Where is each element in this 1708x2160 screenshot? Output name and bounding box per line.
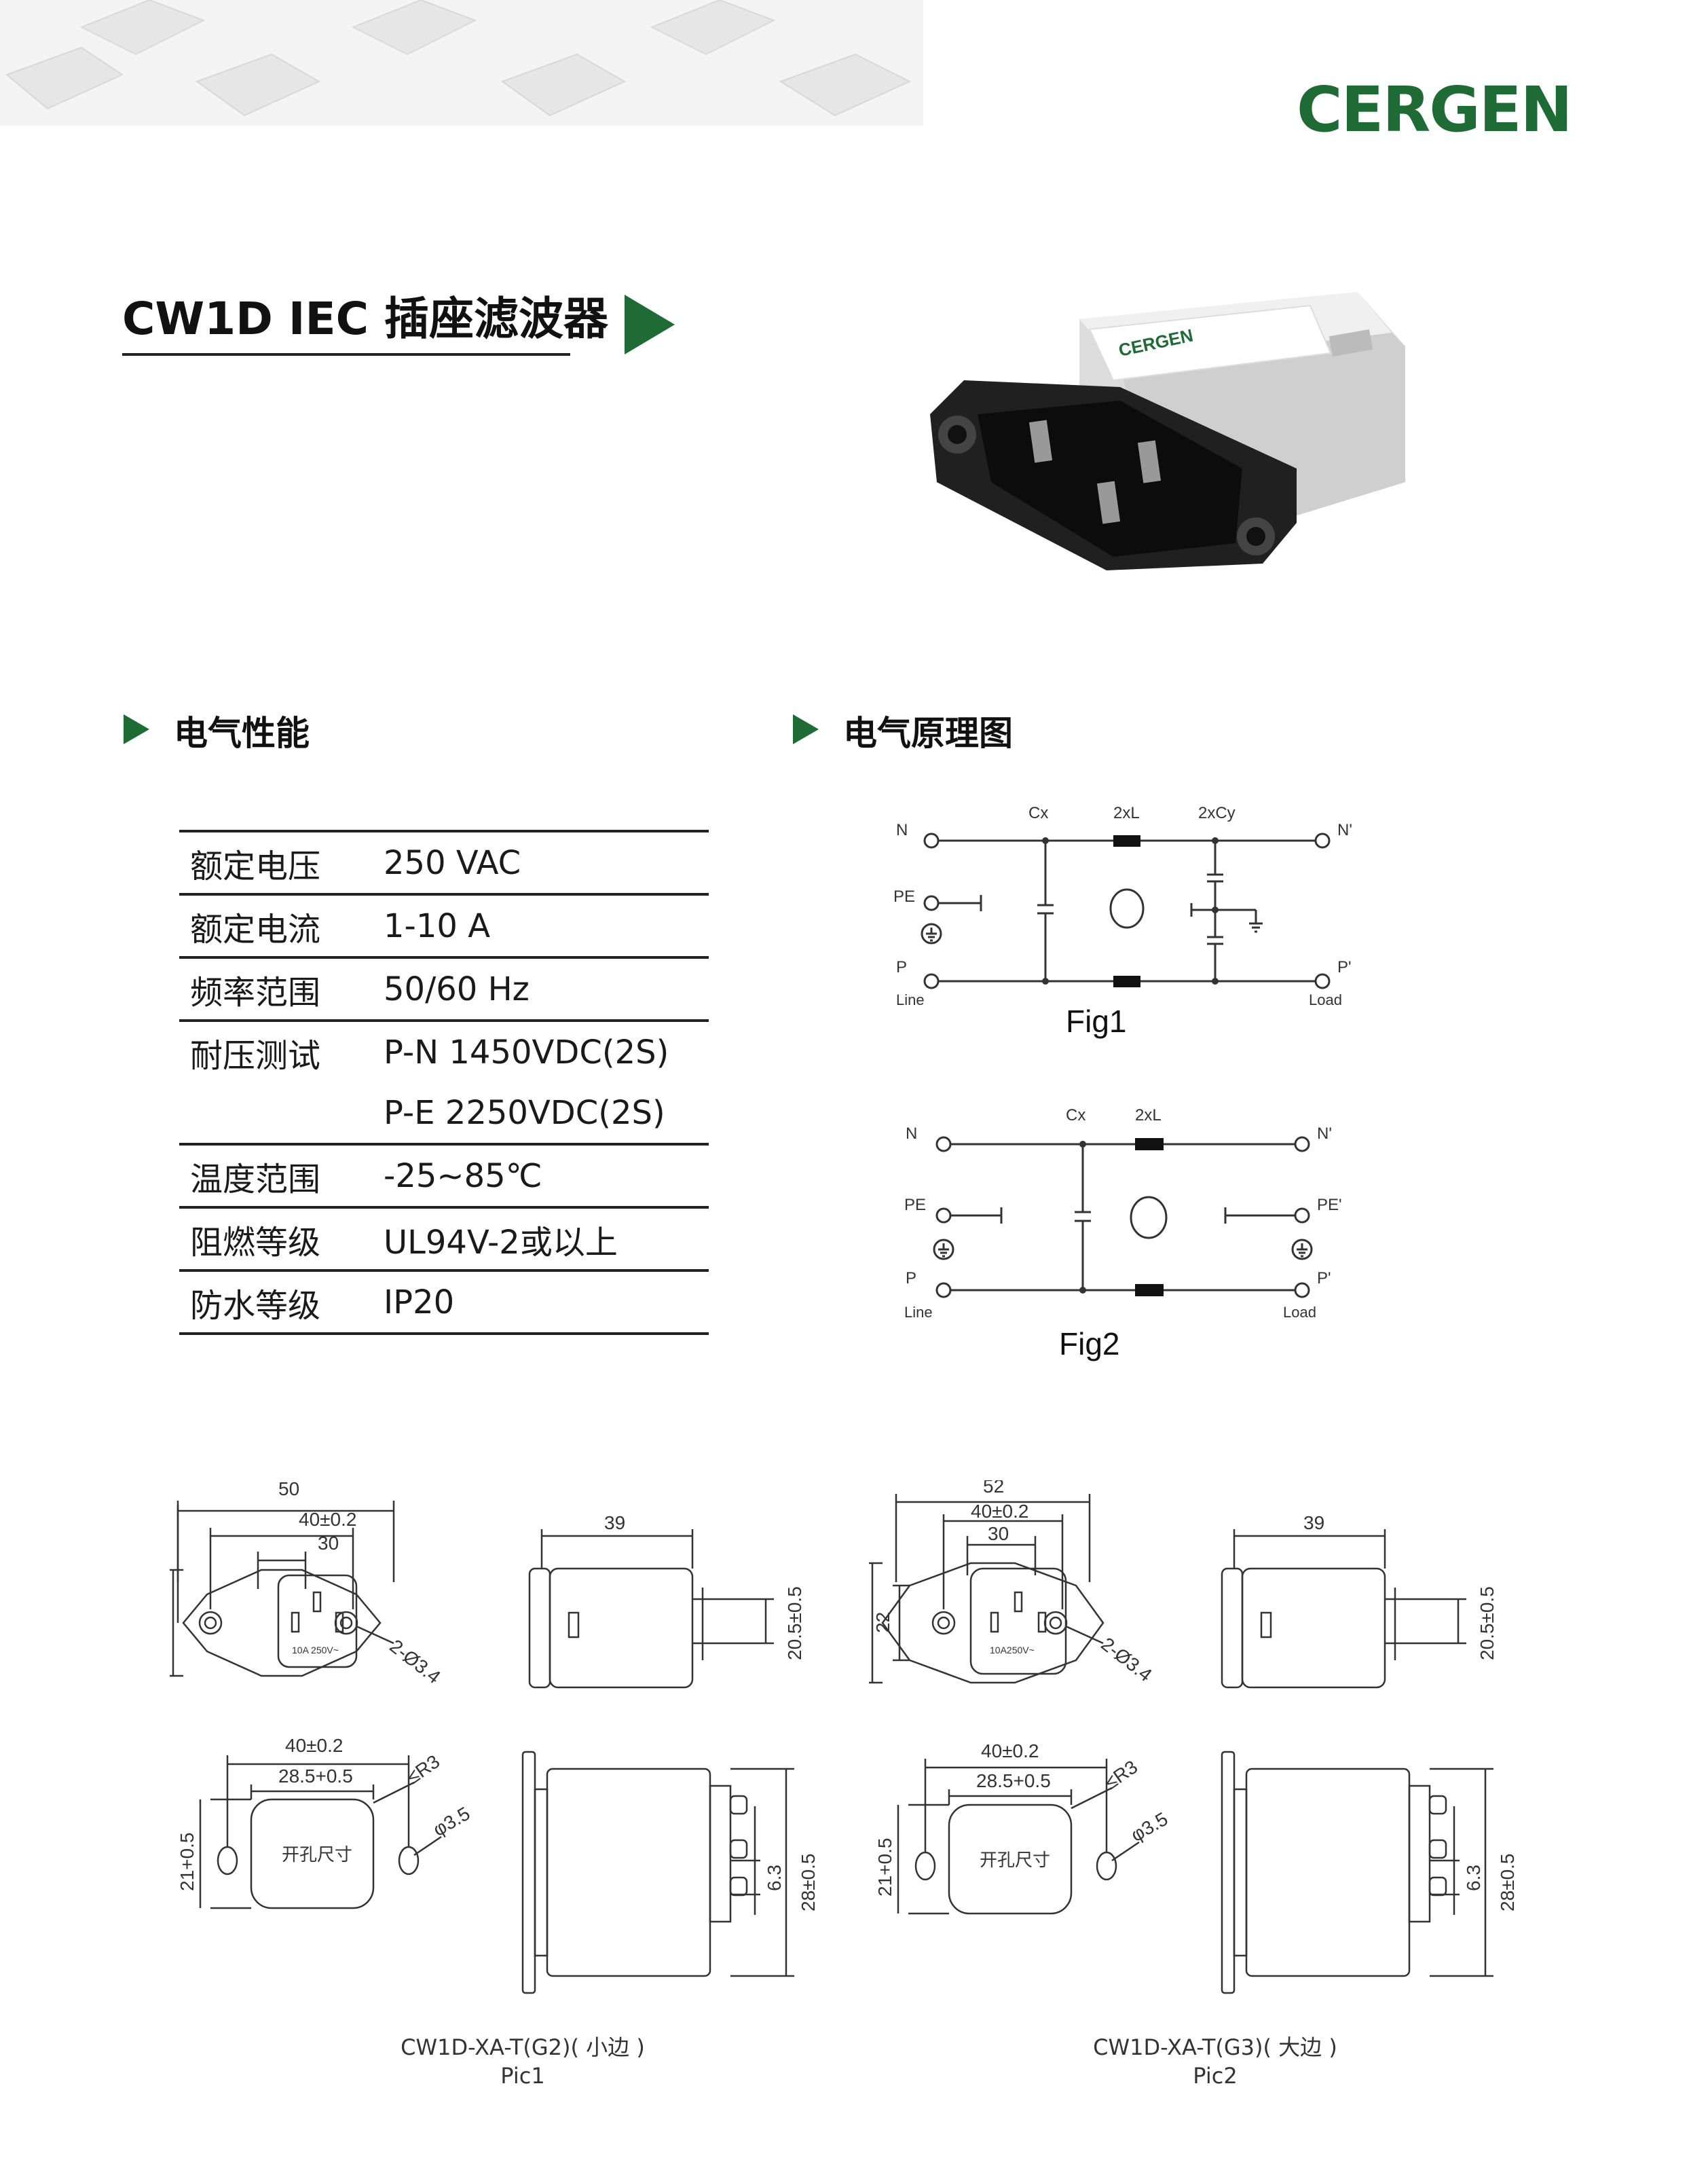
spec-value: -25~85℃ (384, 1143, 709, 1207)
table-row: 阻燃等级 UL94V-2或以上 (179, 1206, 709, 1270)
fig2-cx-label: Cx (1066, 1106, 1085, 1124)
spec-key: 耐压测试 (179, 1019, 384, 1082)
fig1-schematic: Cx 2xL 2xCy N N' PE P P' Line Load Fig1 (893, 804, 1352, 1039)
fig1-line-label: Line (896, 991, 925, 1008)
fig1-cx-label: Cx (1028, 804, 1048, 822)
fig2-pe2-label: PE' (1317, 1196, 1342, 1214)
fig1-n2-label: N' (1337, 821, 1352, 839)
pic2-cut-40: 40±0.2 (981, 1740, 1039, 1761)
spec-value: 250 VAC (384, 830, 709, 894)
pic2-phi-label: φ3.5 (1128, 1808, 1172, 1846)
fig2-schematic: Cx 2xL N N' PE PE' P P' Line Load Fig2 (904, 1106, 1342, 1361)
pic1-cut-285: 28.5+0.5 (278, 1765, 353, 1787)
spec-section-heading: 电气性能 (174, 714, 310, 753)
fig2-load-label: Load (1283, 1304, 1316, 1321)
pic2-side-63: 6.3 (1463, 1865, 1484, 1891)
spec-value: 1-10 A (384, 893, 709, 957)
pic1-cut-40: 40±0.2 (285, 1735, 343, 1756)
spec-key: 频率范围 (179, 956, 384, 1021)
product-photo: CERGEN (930, 292, 1405, 570)
fig1-p-label: P (896, 958, 907, 976)
pic1-cutout-label: 开孔尺寸 (282, 1844, 352, 1865)
spec-key: 温度范围 (179, 1143, 384, 1207)
pic2-dim-40: 40±0.2 (971, 1501, 1028, 1522)
pic2-drawing: 52 40±0.2 30 25 22 10A250V~ 2-Ø3.4 39 20… (869, 1480, 1518, 1994)
spec-key: 额定电压 (179, 830, 384, 894)
fig2-line-label: Line (904, 1304, 933, 1321)
spec-table: 额定电压 250 VAC 额定电流 1-10 A 频率范围 50/60 Hz 耐… (179, 830, 709, 1335)
fig2-n2-label: N' (1317, 1124, 1332, 1143)
pic2-dim-22: 22 (872, 1612, 893, 1633)
pic1-dim-40: 40±0.2 (299, 1509, 356, 1530)
pic2-dim-52: 52 (983, 1480, 1004, 1497)
fig1-pe-label: PE (893, 887, 915, 906)
fig2-caption: Fig2 (1059, 1326, 1119, 1361)
fig1-p2-label: P' (1337, 958, 1352, 976)
pic2-dim-30: 30 (988, 1523, 1009, 1544)
table-row: 额定电压 250 VAC (179, 830, 709, 894)
spec-key: 额定电流 (179, 893, 384, 957)
pic2-cut-21: 21+0.5 (874, 1838, 895, 1897)
pic1-dim-50: 50 (278, 1480, 299, 1499)
fig2-l-label: 2xL (1135, 1106, 1162, 1124)
fig1-cy-label: 2xCy (1198, 804, 1236, 822)
table-row: 额定电流 1-10 A (179, 893, 709, 957)
pic1-caption-model: CW1D-XA-T(G2)( 小边 ) (401, 2034, 645, 2060)
table-row: 频率范围 50/60 Hz (179, 956, 709, 1021)
spec-value: P-E 2250VDC(2S) (384, 1093, 665, 1132)
pic1-drawing: 50 40±0.2 30 22 10A 250V~ 2-Ø3.4 39 20.5… (170, 1480, 819, 1994)
fig1-n-label: N (896, 821, 908, 839)
pic2-caption-model: CW1D-XA-T(G3)( 大边 ) (1093, 2034, 1337, 2060)
fig1-l-label: 2xL (1113, 804, 1140, 822)
table-row: 耐压测试 P-N 1450VDC(2S) (179, 1019, 709, 1082)
schematic-section-heading: 电气原理图 (843, 714, 1013, 753)
spec-value: IP20 (384, 1269, 709, 1335)
pic1-dim-30: 30 (318, 1533, 339, 1554)
spec-key: 阻燃等级 (179, 1206, 384, 1270)
spec-value: 50/60 Hz (384, 956, 709, 1021)
pic2-cut-285: 28.5+0.5 (976, 1770, 1051, 1791)
spec-key (179, 1082, 384, 1144)
pic1-side-28: 28±0.5 (798, 1854, 819, 1911)
table-row: 防水等级 IP20 (179, 1269, 709, 1335)
fig2-pe-label: PE (904, 1196, 926, 1214)
pic2-caption-label: Pic2 (1193, 2063, 1238, 2089)
fig1-caption: Fig1 (1066, 1004, 1126, 1039)
pic2-side-28: 28±0.5 (1497, 1854, 1518, 1911)
fig2-p-label: P (906, 1269, 916, 1287)
spec-value: UL94V-2或以上 (384, 1206, 709, 1270)
fig1-load-label: Load (1309, 991, 1342, 1008)
pic1-cut-21: 21+0.5 (177, 1833, 198, 1891)
spec-key: 防水等级 (179, 1269, 384, 1335)
pic2-hole-label: 2-Ø3.4 (1097, 1633, 1156, 1685)
spec-value: P-N 1450VDC(2S) (384, 1019, 709, 1082)
table-row: 温度范围 -25~85℃ (179, 1143, 709, 1207)
pic1-dim-39: 39 (604, 1512, 625, 1533)
title-arrow-icon (625, 295, 675, 354)
pic1-socket-text: 10A 250V~ (292, 1645, 339, 1655)
header-banner-graphic (0, 0, 923, 126)
spec-heading-arrow-icon (124, 714, 149, 744)
pic1-phi-label: φ3.5 (430, 1803, 474, 1840)
page-title: CW1D IEC 插座滤波器 (122, 293, 608, 345)
pic2-cutout-label: 开孔尺寸 (980, 1850, 1050, 1870)
brand-logo: CERGEN (1297, 73, 1573, 146)
pic2-dim-205: 20.5±0.5 (1477, 1586, 1498, 1660)
fig2-p2-label: P' (1317, 1269, 1331, 1287)
pic2-dim-39: 39 (1303, 1512, 1324, 1533)
pic1-hole-label: 2-Ø3.4 (386, 1635, 445, 1687)
pic2-socket-text: 10A250V~ (990, 1645, 1035, 1655)
table-row: P-E 2250VDC(2S) (179, 1082, 709, 1144)
pic1-side-63: 6.3 (764, 1865, 785, 1891)
pic1-caption-label: Pic1 (500, 2063, 545, 2089)
schematic-heading-arrow-icon (793, 714, 819, 744)
fig2-n-label: N (906, 1124, 917, 1143)
title-underline (122, 353, 570, 356)
pic1-dim-205: 20.5±0.5 (784, 1586, 805, 1660)
